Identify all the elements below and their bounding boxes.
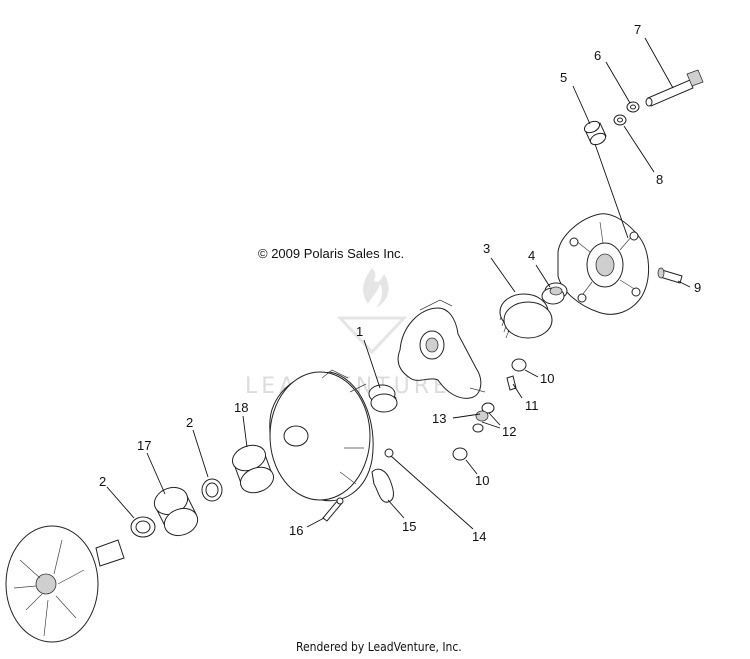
part-bolt-9 (657, 267, 683, 284)
part-spacer-5 (583, 120, 607, 146)
callout-16: 16 (289, 523, 303, 538)
part-bushing-18 (232, 444, 274, 494)
callout-1: 1 (356, 324, 363, 339)
callout-10-bottom: 10 (475, 473, 489, 488)
part-spider (397, 299, 486, 399)
callout-9: 9 (694, 280, 701, 295)
callout-12: 12 (502, 424, 516, 439)
part-bushing-4 (541, 282, 568, 305)
part-cover-plate (557, 213, 649, 315)
callout-7: 7 (634, 22, 641, 37)
part-bushing-1 (368, 384, 398, 413)
callout-6: 6 (594, 48, 601, 63)
part-washer-2-left (130, 516, 156, 538)
copyright-text: © 2009 Polaris Sales Inc. (258, 246, 404, 261)
callout-14: 14 (472, 529, 486, 544)
callout-11: 11 (525, 398, 539, 413)
callout-13: 13 (432, 411, 446, 426)
part-pin-16 (322, 497, 344, 522)
callout-18: 18 (234, 400, 248, 415)
part-spring (499, 293, 553, 339)
callout-4: 4 (528, 248, 535, 263)
part-washer-8 (613, 114, 627, 126)
callout-10-top: 10 (540, 371, 554, 386)
callout-8: 8 (656, 172, 663, 187)
callout-15: 15 (402, 519, 416, 534)
part-washer-2-middle (201, 478, 223, 502)
part-movable-sheave (269, 369, 374, 502)
callout-2-left: 2 (99, 474, 106, 489)
part-sleeve-17 (153, 486, 199, 537)
callout-5: 5 (560, 70, 567, 85)
callout-17: 17 (137, 438, 151, 453)
part-rollers (452, 358, 527, 461)
part-weight-15 (371, 468, 394, 503)
callout-3: 3 (483, 241, 490, 256)
callout-labels: 7 6 5 8 9 3 4 1 10 11 13 12 10 14 15 16 … (99, 22, 701, 544)
part-nut-14 (384, 448, 394, 458)
part-bolt (645, 69, 704, 107)
callout-2-middle: 2 (186, 415, 193, 430)
footer-text: Rendered by LeadVenture, Inc. (296, 640, 462, 654)
part-washer-6 (626, 101, 640, 113)
part-fixed-sheave (5, 525, 125, 643)
leader-lines (106, 37, 691, 530)
